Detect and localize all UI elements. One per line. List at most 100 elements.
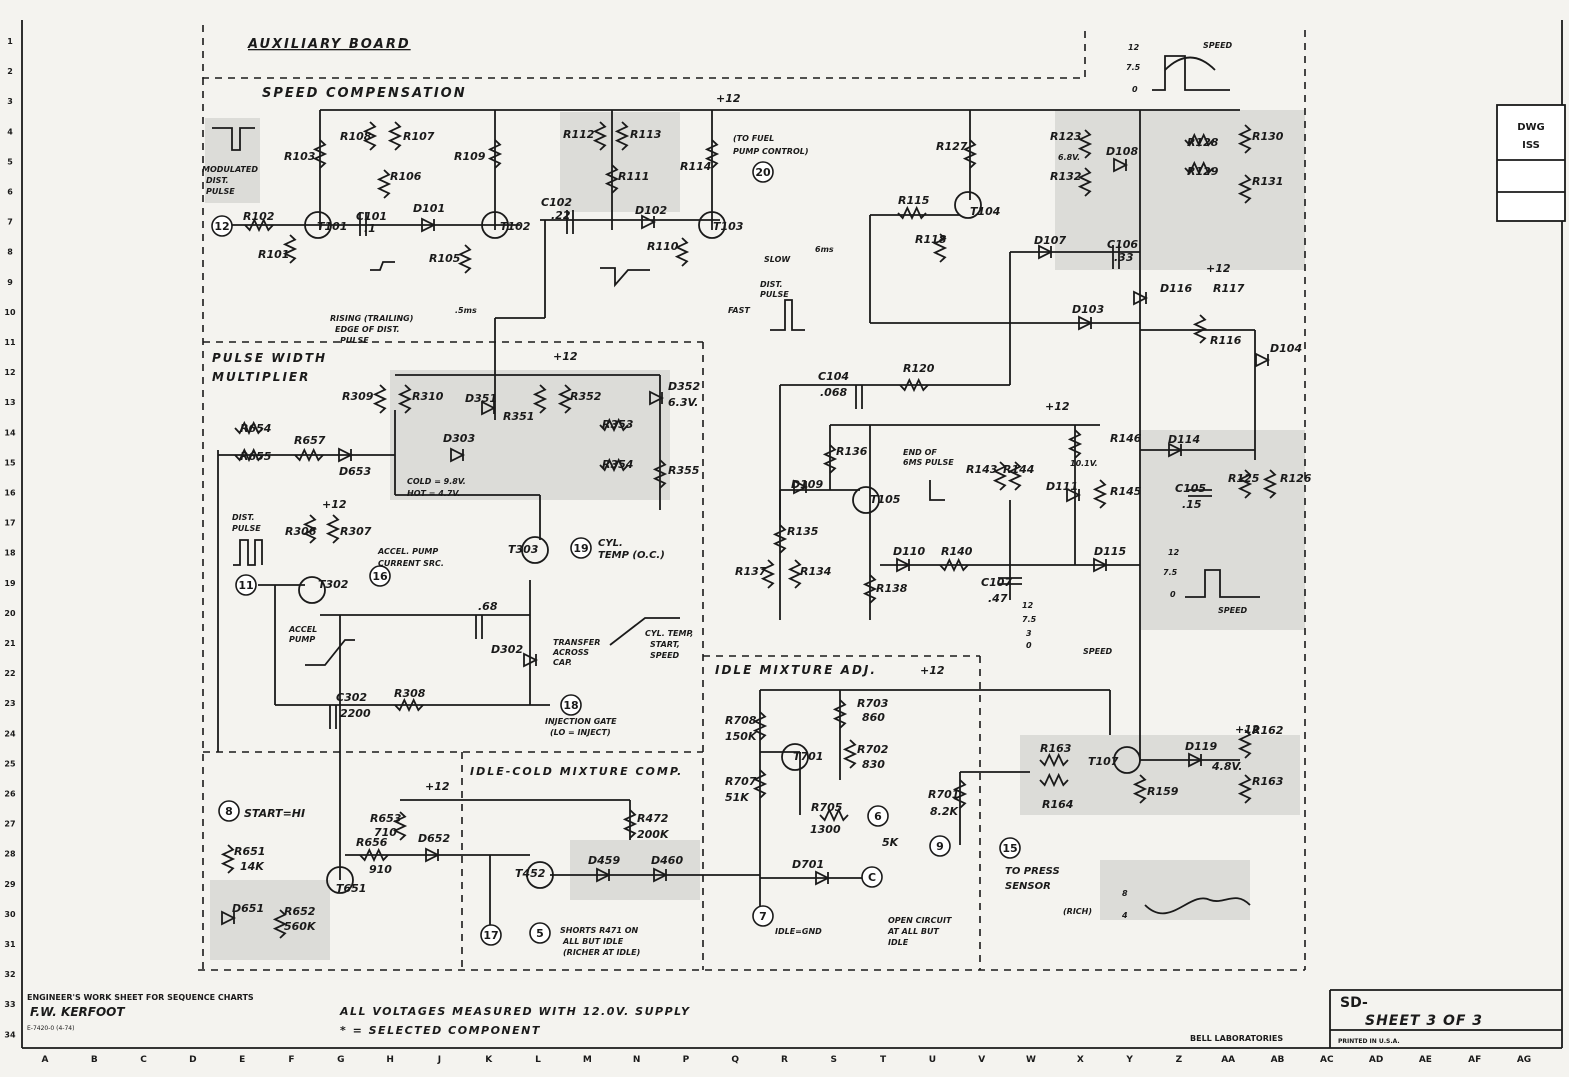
footer-worksheet: ENGINEER'S WORK SHEET FOR SEQUENCE CHART… (27, 993, 254, 1002)
grid-row-34: 34 (4, 1030, 16, 1039)
grid-row-13: 13 (4, 398, 15, 407)
note-dist-2: PULSE (760, 290, 789, 299)
note-dist-1: DIST. (760, 280, 783, 289)
resistor-v-20 (1092, 479, 1108, 509)
grid-column-K: K (485, 1055, 493, 1065)
note-cyl-2: TEMP (O.C.) (598, 550, 665, 561)
label-R705: R705 (811, 801, 843, 814)
grid-column-U: U (929, 1055, 936, 1065)
label-D459: D459 (588, 854, 620, 867)
resistor-v-37 (832, 699, 848, 729)
label-D119-value: 4.8V. (1211, 760, 1242, 773)
label-R702-value: 830 (862, 758, 885, 771)
label-R116: R116 (1210, 334, 1242, 347)
diode-symbol-11 (793, 479, 809, 495)
resistor-v-17 (1237, 174, 1253, 204)
label-D114: D114 (1168, 433, 1200, 446)
resistor-v-22 (1262, 469, 1278, 499)
diode-symbol-12 (481, 400, 497, 416)
connection-node-7: 7 (752, 905, 774, 927)
diode-symbol-18 (596, 867, 612, 883)
resistor-v-15 (1077, 167, 1093, 197)
diode-symbol-2 (1113, 157, 1129, 173)
grid-row-10: 10 (4, 308, 16, 317)
label-R652-value: 560K (284, 920, 317, 933)
grid-row-29: 29 (4, 880, 16, 889)
label-R135: R135 (787, 525, 819, 538)
note-cyltemp2-2: START, (650, 640, 680, 649)
note-modulated-3: PULSE (206, 187, 235, 196)
connection-node-19: 19 (570, 537, 592, 559)
note-cyltemp2-3: SPEED (650, 651, 680, 660)
grid-row-1: 1 (7, 37, 13, 46)
grid-row-28: 28 (4, 850, 16, 859)
label-D108: D108 (1106, 145, 1138, 158)
capacitor-symbol-7 (998, 577, 1022, 585)
diode-symbol-7 (1168, 442, 1184, 458)
diode-symbol-0 (421, 217, 437, 233)
annotations: MODULATED DIST. PULSE (TO FUEL PUMP CONT… (202, 41, 1260, 957)
label-R115: R115 (898, 194, 930, 207)
connection-node-8: 8 (218, 800, 240, 822)
label-R103: R103 (284, 150, 316, 163)
footer-engineer: F.W. KERFOOT (30, 1005, 125, 1019)
grid-column-E: E (239, 1055, 245, 1065)
diode-symbol-3 (1038, 244, 1054, 260)
label-R651: R651 (234, 845, 265, 858)
label-T452: T452 (515, 867, 546, 880)
label-R140: R140 (941, 545, 973, 558)
label-T303: T303 (508, 543, 539, 556)
resistor-h-2 (1184, 132, 1214, 148)
connection-node-12: 12 (211, 215, 233, 237)
label-D109: D109 (791, 478, 823, 491)
resistor-v-16 (1237, 124, 1253, 154)
label-R131: R131 (1252, 175, 1283, 188)
grid-row-19: 19 (4, 579, 16, 588)
label-R123: R123 (1050, 130, 1082, 143)
connection-node-5: 5 (529, 922, 551, 944)
capacitor-symbol-6 (1188, 489, 1212, 497)
footer-form: E-7420-0 (4-74) (27, 1025, 74, 1032)
label-D352-value: 6.3V. (668, 396, 698, 409)
label-D101: D101 (413, 202, 445, 215)
capacitor-symbol-3 (855, 385, 863, 409)
diode-symbol-6 (1255, 352, 1271, 368)
grid-row-30: 30 (4, 910, 16, 919)
note-modulated-2: DIST. (206, 176, 229, 185)
label-R307: R307 (340, 525, 372, 538)
grid-column-X: X (1077, 1055, 1084, 1065)
grid-column-G: G (337, 1055, 344, 1065)
transistor-symbol-4 (852, 486, 880, 514)
diode-symbol-15 (338, 447, 354, 463)
grid-column-J: J (437, 1055, 441, 1065)
level-right-12: 12 (1168, 548, 1180, 557)
label-D303: D303 (443, 432, 475, 445)
grid-column-C: C (140, 1055, 147, 1065)
note-v68: 6.8V. (1058, 153, 1080, 162)
grid-row-2: 2 (7, 67, 13, 76)
supply-label-2: +12 (553, 350, 578, 363)
label-C106: C106 (1107, 238, 1138, 251)
level-c107-75: 7.5 (1022, 615, 1037, 624)
label-R137: R137 (735, 565, 767, 578)
svg-text:20: 20 (755, 166, 771, 179)
connection-node-6: 6 (867, 805, 889, 827)
level-c107-12: 12 (1022, 601, 1034, 610)
level-press-8: 8 (1122, 889, 1128, 898)
label-D116: D116 (1160, 282, 1192, 295)
label-R132: R132 (1050, 170, 1082, 183)
resistor-v-45 (220, 844, 236, 874)
footer-company: BELL LABORATORIES (1190, 1034, 1283, 1043)
resistor-h-12 (394, 697, 424, 713)
label-R127: R127 (936, 140, 968, 153)
note-end6ms-1: END OF (903, 448, 937, 457)
transistor-symbol-6 (521, 536, 549, 564)
note-v101: 10.1V. (1070, 459, 1098, 468)
resistor-v-24 (772, 524, 788, 554)
resistor-v-14 (1077, 129, 1093, 159)
grid-row-32: 32 (4, 970, 15, 979)
level-c107-0: 0 (1026, 641, 1032, 650)
transistor-symbol-10 (526, 861, 554, 889)
